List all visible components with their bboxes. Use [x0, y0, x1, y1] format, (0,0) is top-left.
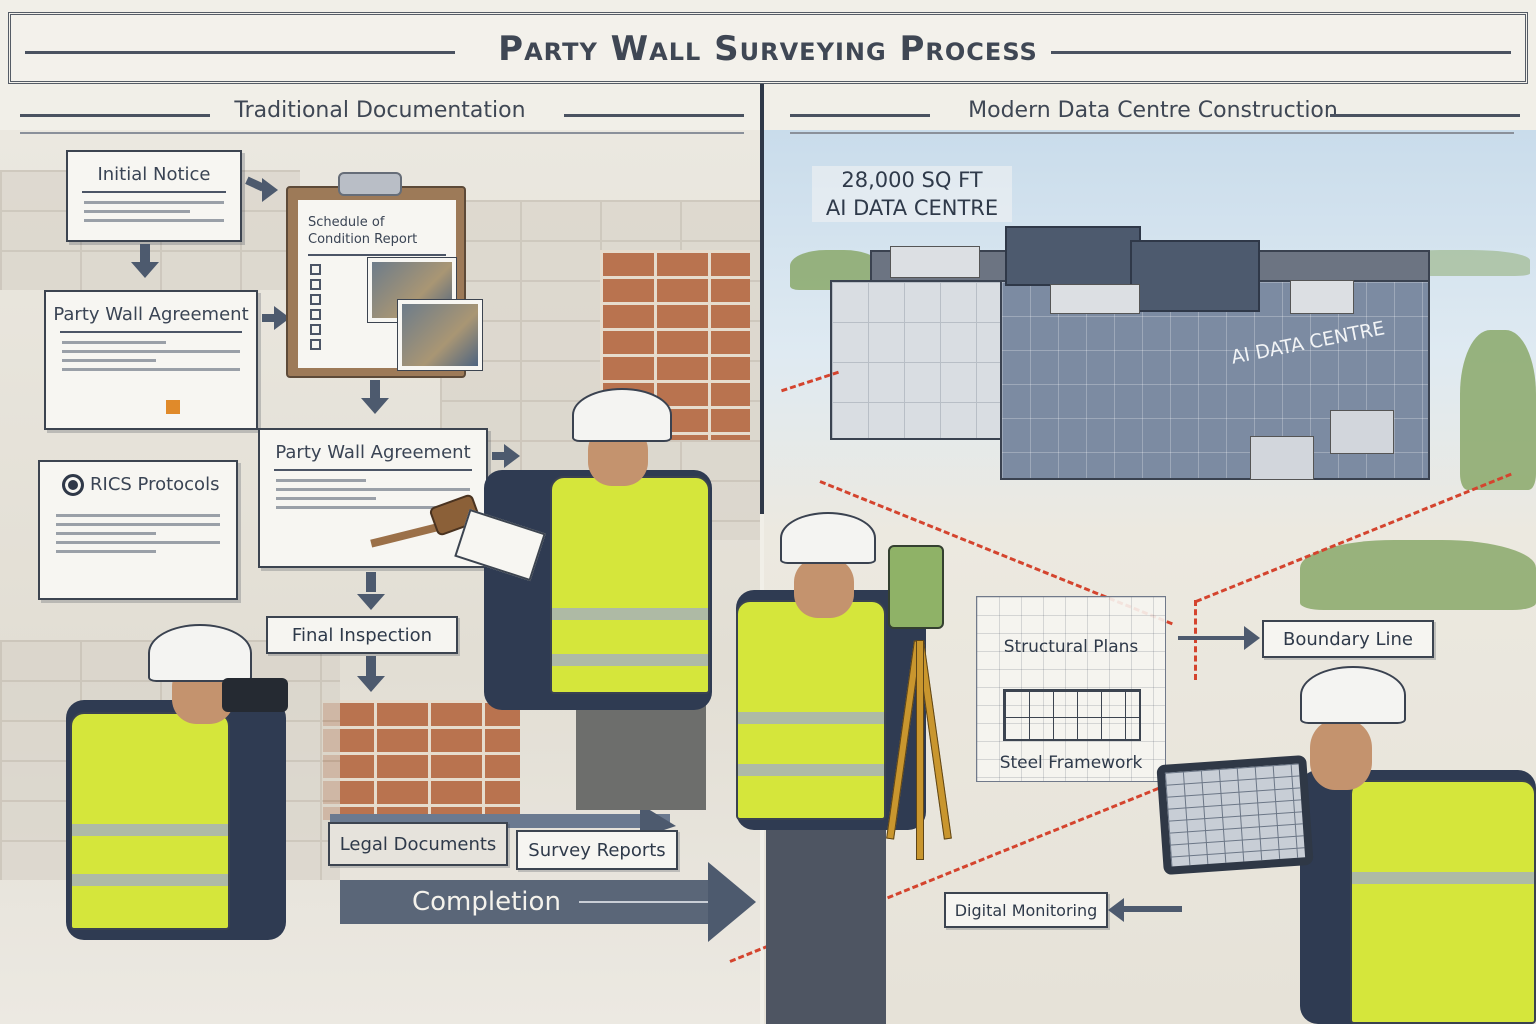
rooftop-cooling-unit	[1130, 240, 1260, 312]
legal-documents-label[interactable]: Legal Documents	[328, 822, 508, 866]
section-heading-right: Modern Data Centre Construction	[770, 98, 1536, 128]
rooftop-hvac	[1050, 284, 1140, 314]
steel-framework-label: Steel Framework	[999, 753, 1143, 773]
rooftop-hvac	[1290, 280, 1354, 314]
condition-photo-2	[397, 299, 483, 371]
trees-lower-right	[1300, 540, 1536, 610]
arrow-right-icon	[262, 178, 278, 202]
structural-plans-title: Structural Plans	[1003, 637, 1139, 657]
arrow-right-icon	[1244, 626, 1260, 650]
clipboard-clip	[338, 172, 402, 196]
checkbox-checked-icon[interactable]	[310, 264, 321, 276]
ai-data-centre-building: AI DATA CENTRE	[830, 226, 1450, 490]
survey-reports-label[interactable]: Survey Reports	[516, 830, 678, 870]
checkbox-icon[interactable]	[310, 339, 321, 351]
rooftop-hvac	[890, 246, 980, 278]
title-banner: Party Wall Surveying Process	[8, 12, 1528, 84]
section-heading-left: Traditional Documentation	[0, 98, 760, 128]
arrow-down-icon	[357, 594, 385, 610]
page-title: Party Wall Surveying Process	[498, 29, 1038, 69]
checkbox-icon[interactable]	[310, 294, 321, 306]
hi-vis-vest	[70, 712, 230, 930]
checkbox-checked-icon[interactable]	[310, 279, 321, 291]
party-wall-agreement-document[interactable]: Party Wall Agreement	[44, 290, 258, 430]
completion-arrow[interactable]: Completion	[340, 880, 710, 924]
arrow-down-icon	[357, 676, 385, 692]
arrow-down-1	[140, 244, 150, 264]
checkbox-icon[interactable]	[310, 309, 321, 321]
generator-unit	[1250, 436, 1314, 480]
rics-protocols-document[interactable]: RICS Protocols	[38, 460, 238, 600]
boundary-line-label[interactable]: Boundary Line	[1262, 620, 1434, 658]
trees-right	[1460, 330, 1536, 490]
schedule-title-line2: Condition Report	[308, 232, 418, 247]
condition-checklist	[298, 262, 456, 352]
arrow-right-icon	[504, 444, 520, 468]
digital-monitoring-label[interactable]: Digital Monitoring	[944, 892, 1108, 928]
completion-label: Completion	[412, 887, 561, 917]
hi-vis-vest	[736, 600, 886, 820]
title-rule-right	[1051, 51, 1511, 54]
schedule-title-line1: Schedule of	[308, 215, 385, 230]
surveyor-tablet	[1260, 660, 1536, 1024]
surveyor-inspector	[454, 380, 730, 810]
party-wall-agreement-title: Party Wall Agreement	[53, 304, 249, 325]
arrow-down-icon	[361, 398, 389, 414]
wax-seal-icon	[166, 400, 180, 414]
hard-hat-icon	[1300, 666, 1406, 724]
initial-notice-title: Initial Notice	[97, 164, 211, 185]
tripod-leg	[916, 640, 924, 860]
final-inspection-step[interactable]: Final Inspection	[266, 616, 458, 654]
title-rule-left	[25, 51, 455, 54]
boundary-dashed-line	[1194, 600, 1197, 680]
hard-hat-icon	[780, 512, 876, 564]
arrow-left-icon	[1108, 898, 1124, 922]
structural-plans-sheet[interactable]: Structural Plans Steel Framework	[976, 596, 1166, 782]
hard-hat-icon	[572, 388, 672, 442]
rics-protocols-title: RICS Protocols	[90, 474, 220, 495]
initial-notice-document[interactable]: Initial Notice	[66, 150, 242, 242]
facility-size-line1: 28,000 SQ FT	[841, 168, 983, 192]
completion-arrowhead-icon	[708, 862, 756, 942]
arrow-down-icon	[131, 262, 159, 278]
tablet-screen	[1164, 763, 1306, 867]
left-rule	[20, 132, 744, 134]
rooftop-cooling-unit	[1005, 226, 1141, 286]
steel-framework-drawing	[1003, 689, 1141, 741]
section-divider	[760, 84, 764, 514]
hi-vis-vest	[1350, 780, 1536, 1024]
hi-vis-vest	[550, 476, 710, 694]
facility-size-line2: AI DATA CENTRE	[825, 196, 999, 220]
party-wall-agreement-title-2: Party Wall Agreement	[275, 442, 471, 463]
camera-icon	[222, 678, 288, 712]
generator-unit	[1330, 410, 1394, 454]
rics-logo-icon	[62, 474, 84, 496]
surveyor-photographer	[60, 620, 300, 1024]
hard-hat-icon	[148, 624, 252, 682]
brick-sample	[320, 700, 520, 820]
checkbox-icon[interactable]	[310, 324, 321, 336]
facility-size-label: 28,000 SQ FT AI DATA CENTRE	[812, 166, 1012, 222]
tablet-device[interactable]	[1156, 754, 1314, 876]
right-rule	[790, 132, 1514, 134]
total-station-icon	[888, 545, 944, 629]
